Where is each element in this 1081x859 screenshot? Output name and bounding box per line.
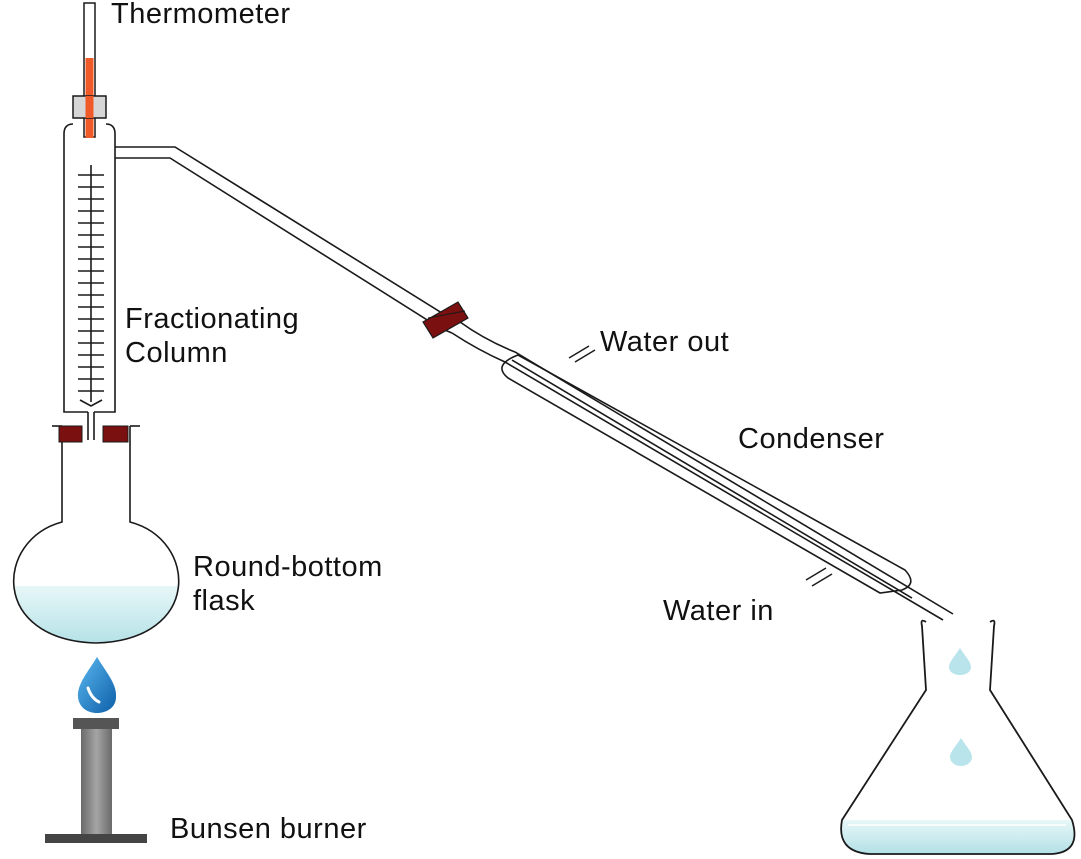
label-flask-line2: flask [193,585,255,617]
condenser-stopper [422,301,469,339]
flame-icon [77,657,117,713]
label-water-out: Water out [600,326,729,358]
fractionating-column [63,123,116,440]
label-bunsen-burner: Bunsen burner [170,813,367,845]
label-water-in: Water in [663,595,774,627]
condenser [451,321,954,621]
label-condenser: Condenser [738,423,884,455]
droplet-icon [950,738,972,766]
bunsen-burner [45,657,147,843]
column-packing-rungs [78,174,104,392]
droplet-icon [949,648,971,675]
flask-stopper-right [102,425,129,443]
label-column-line1: Fractionating [125,303,299,335]
thermometer-icon [72,2,107,138]
receiving-flask [840,619,1076,855]
label-flask-line1: Round-bottom [193,551,383,583]
round-bottom-flask [12,425,180,644]
label-thermometer: Thermometer [111,0,291,30]
label-column-line2: Column [125,337,228,369]
flask-stopper-left [58,425,83,443]
